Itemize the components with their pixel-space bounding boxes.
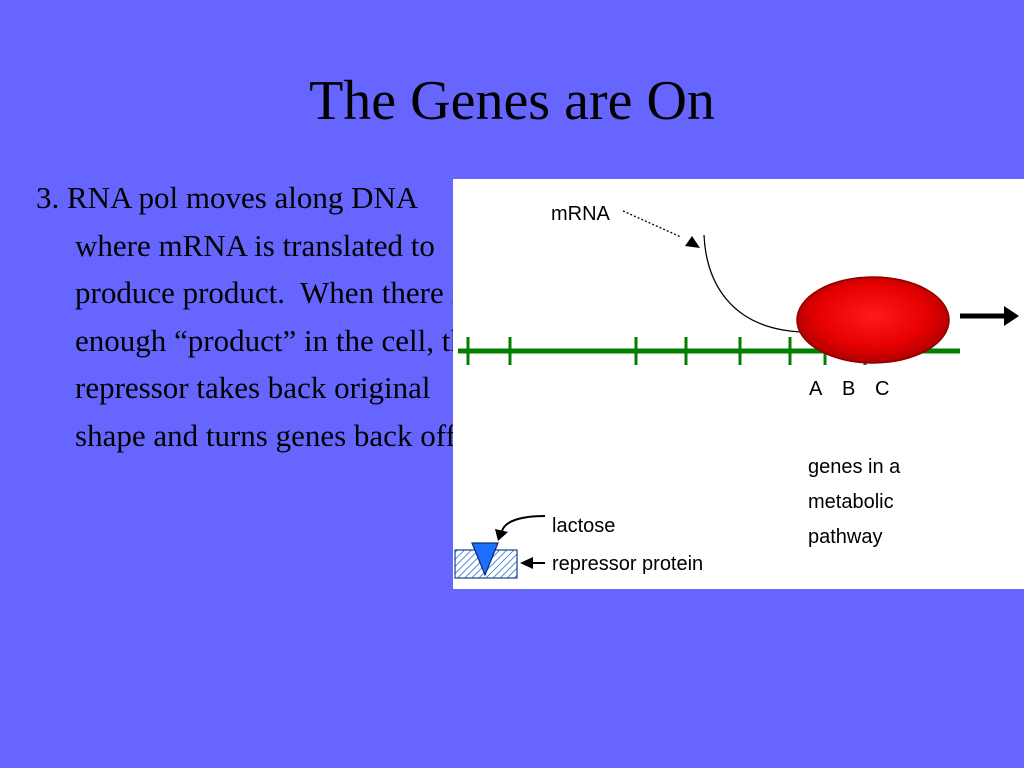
direction-arrow-head [1004, 306, 1019, 326]
genes-caption-line-3: pathway [808, 526, 883, 548]
gene-a-label: A [809, 378, 823, 400]
gene-diagram: mRNA A B C genes in a metabolic pathway [453, 179, 1024, 589]
mrna-pointer-line [622, 210, 682, 238]
lactose-pointer-arrowhead [495, 529, 508, 541]
gene-c-label: C [875, 378, 889, 400]
gene-b-label: B [842, 378, 855, 400]
mrna-label: mRNA [551, 203, 611, 225]
repressor-pointer-arrowhead [520, 557, 533, 569]
repressor-label: repressor protein [552, 553, 703, 575]
lactose-molecule [471, 542, 499, 577]
body-text: 3. RNA pol moves along DNA where mRNA is… [36, 180, 480, 453]
slide-title: The Genes are On [309, 70, 715, 132]
genes-caption-line-1: genes in a [808, 456, 901, 478]
mrna-pointer-arrowhead [685, 236, 700, 248]
lactose-label: lactose [552, 515, 615, 537]
rna-polymerase [796, 276, 950, 364]
genes-caption-line-2: metabolic [808, 491, 894, 513]
gene-diagram-svg: mRNA A B C genes in a metabolic pathway [454, 203, 1019, 579]
lactose-pointer-line [501, 515, 546, 532]
mrna-strand [703, 234, 804, 333]
